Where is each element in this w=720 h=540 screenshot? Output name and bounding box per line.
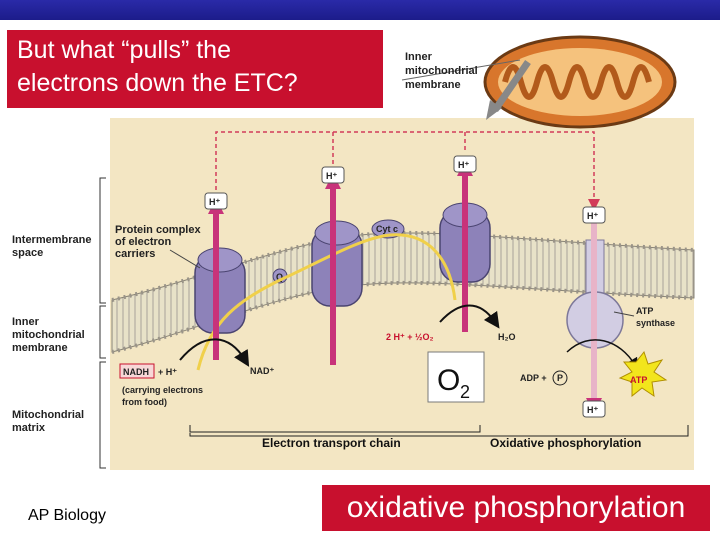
q-label: Q bbox=[276, 272, 283, 282]
matrix-bracket bbox=[99, 361, 106, 469]
carrying-line-1: (carrying electrons bbox=[122, 385, 203, 395]
slide-title: But what “pulls” the electrons down the … bbox=[7, 30, 383, 108]
title-line-1: But what “pulls” the bbox=[17, 36, 231, 64]
protein-complex-1 bbox=[194, 247, 246, 334]
carrying-line-2: from food) bbox=[122, 397, 167, 407]
atp-synthase-label-line-2: synthase bbox=[636, 318, 675, 328]
svg-text:H⁺: H⁺ bbox=[209, 197, 220, 207]
atp-label: ATP bbox=[630, 375, 647, 385]
pi-circle bbox=[552, 370, 568, 386]
oxphos-label: Oxidative phosphorylation bbox=[490, 436, 641, 450]
nadh-to-nad-arrow bbox=[179, 338, 250, 367]
callout-arrow bbox=[492, 60, 531, 112]
atp-starburst-icon bbox=[618, 350, 668, 398]
etc-label: Electron transport chain bbox=[262, 436, 401, 450]
intermembrane-label-line-1: Intermembrane bbox=[12, 234, 91, 246]
water-reaction: 2 H⁺ + ½O₂ bbox=[386, 332, 434, 342]
svg-text:H⁺: H⁺ bbox=[587, 211, 598, 221]
inner-membrane-label-line-1: Inner bbox=[12, 316, 40, 328]
protein-complex-2 bbox=[311, 220, 363, 307]
h-plus-badge-1: H⁺ bbox=[204, 192, 228, 210]
oxphos-bracket bbox=[189, 425, 689, 437]
svg-text:H⁺: H⁺ bbox=[458, 160, 469, 170]
mitochondrion-illustration bbox=[483, 35, 677, 129]
footer-topic-banner: oxidative phosphorylation bbox=[322, 485, 710, 531]
h2o-label: H₂O bbox=[498, 332, 516, 342]
adp-label: ADP + bbox=[520, 373, 547, 383]
membrane-bilayer bbox=[111, 230, 695, 354]
cyt-c-label: Cyt c bbox=[376, 224, 398, 234]
matrix-label-line-1: Mitochondrial bbox=[12, 409, 84, 421]
o2-to-water-arrow bbox=[439, 304, 500, 329]
matrix-label-line-2: matrix bbox=[12, 422, 46, 434]
h-plus-badge-3: H⁺ bbox=[453, 155, 477, 173]
protein-complex-label-line-2: of electron bbox=[115, 236, 172, 248]
callout-label-line-2: mitochondrial bbox=[405, 65, 478, 77]
protein-complex-label-line-3: carriers bbox=[115, 248, 155, 260]
callout-label-line-1: Inner bbox=[405, 51, 433, 63]
protein-complex-label-line-1: Protein complex bbox=[115, 224, 201, 236]
h-plus-badge-5: H⁺ bbox=[582, 400, 606, 418]
nadh-box bbox=[119, 363, 155, 379]
nadh-label: NADH bbox=[123, 367, 149, 377]
top-title-bar bbox=[0, 0, 720, 20]
etc-bracket bbox=[189, 425, 481, 433]
svg-text:H⁺: H⁺ bbox=[587, 405, 598, 415]
nadh-h-plus: + H⁺ bbox=[158, 367, 177, 377]
o2-symbol: O bbox=[437, 364, 460, 397]
inner-membrane-label-line-2: mitochondrial bbox=[12, 329, 85, 341]
proton-return-path bbox=[215, 131, 600, 211]
h-plus-badge-4: H⁺ bbox=[582, 206, 606, 224]
inner-membrane-label-line-3: membrane bbox=[12, 342, 68, 354]
pi-label: P bbox=[557, 373, 563, 383]
adp-to-atp-arrow bbox=[566, 339, 639, 371]
footer-course-label: AP Biology bbox=[28, 507, 106, 524]
title-line-2: electrons down the ETC? bbox=[17, 69, 298, 97]
h-plus-badge-2: H⁺ bbox=[321, 166, 345, 184]
callout-label-line-3: membrane bbox=[405, 79, 461, 91]
o2-subscript: 2 bbox=[460, 382, 470, 402]
inner-membrane-bracket bbox=[99, 305, 106, 359]
intermembrane-label-line-2: space bbox=[12, 247, 43, 259]
o2-highlight-box bbox=[427, 351, 485, 403]
atp-synthase-label-line-1: ATP bbox=[636, 306, 653, 316]
svg-text:H⁺: H⁺ bbox=[326, 171, 337, 181]
nad-plus-label: NAD⁺ bbox=[250, 366, 274, 376]
intermembrane-bracket bbox=[99, 177, 106, 304]
